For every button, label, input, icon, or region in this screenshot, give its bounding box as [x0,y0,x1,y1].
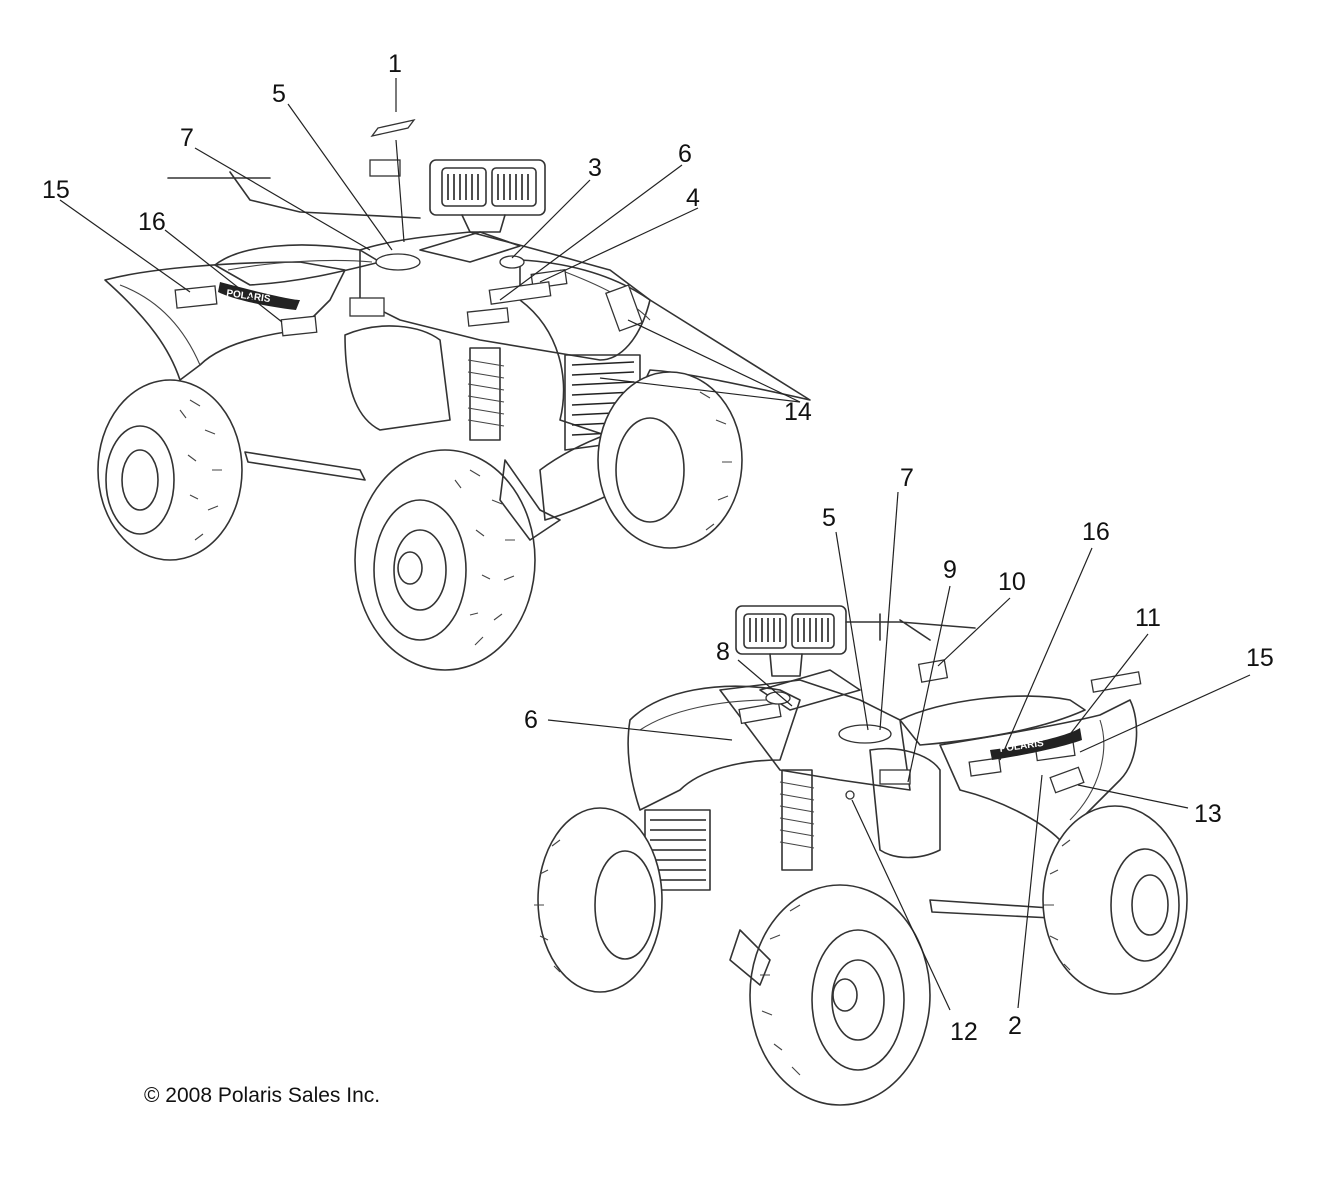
callout-9: 9 [943,556,957,584]
headlight-grille-left [447,174,529,200]
callout-11: 11 [1135,604,1161,632]
callout-8: 8 [716,638,730,666]
copyright-notice: © 2008 Polaris Sales Inc. [144,1084,380,1107]
callout-1: 1 [388,50,402,78]
callout-7-b: 7 [900,464,914,492]
callout-3: 3 [588,154,602,182]
callout-14: 14 [784,398,812,426]
leader-lines-top [59,78,801,403]
callout-4: 4 [686,184,700,212]
callout-5-b: 5 [822,504,836,532]
callout-7: 7 [180,124,194,152]
brand-decal-top: POLARIS [226,288,272,305]
front-shock [467,347,505,441]
callout-16-b: 16 [1082,518,1110,546]
callout-6: 6 [678,140,692,168]
callout-13: 13 [1194,800,1222,828]
wheel-front-right-bottom [749,884,931,1106]
decal-1-shape [370,118,416,138]
wheel-rear-left-top [97,379,243,561]
headlight-grille-right [749,618,829,642]
callout-10: 10 [998,568,1026,596]
wheel-front-top [354,449,536,671]
callout-15: 15 [42,176,70,204]
callouts-bottom: 7 5 9 10 16 11 8 15 6 13 12 2 [524,464,1274,1046]
wheel-rear-right-bottom [1042,805,1188,995]
atv-front-left-view: POLARIS [97,159,811,671]
callout-15-b: 15 [1246,644,1274,672]
callouts-top: 1 5 7 15 16 3 6 4 14 [42,50,812,426]
leader-lines-bottom [547,491,1251,1011]
wheel-rear-right-top [597,371,743,549]
callout-12: 12 [950,1018,978,1046]
atv-front-right-view: POLARIS [534,605,1188,1106]
front-shock-bottom [779,769,815,871]
callout-5: 5 [272,80,286,108]
callout-6-b: 6 [524,706,538,734]
wheel-front-left-bottom [534,807,663,993]
callout-16: 16 [138,208,166,236]
callout-2: 2 [1008,1012,1022,1040]
